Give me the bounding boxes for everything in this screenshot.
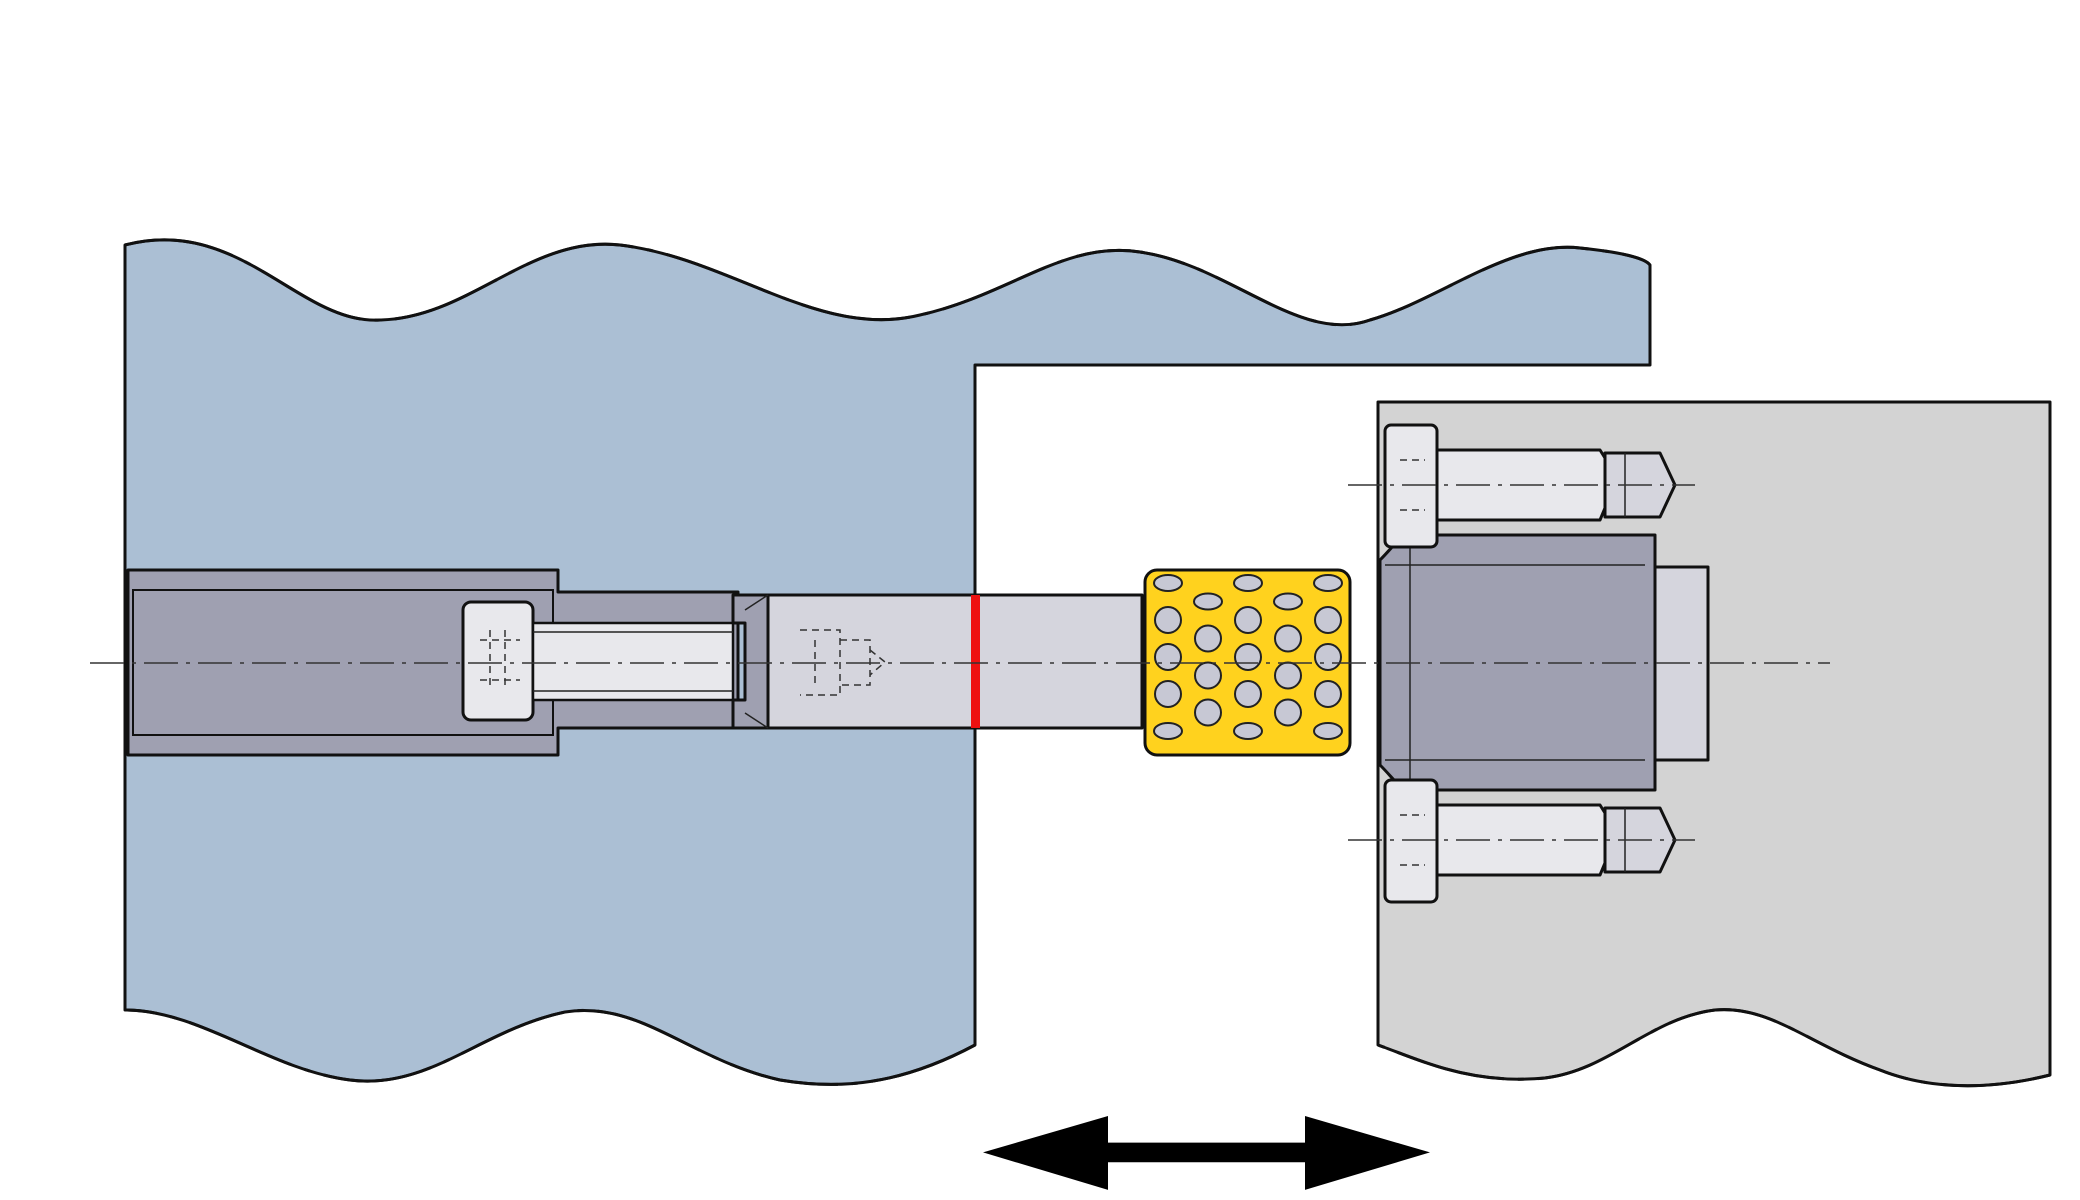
cage-ball — [1274, 698, 1302, 727]
mounting-bolt-top — [1383, 423, 1677, 549]
cage-ball — [1153, 574, 1183, 592]
cage-ball — [1154, 680, 1182, 708]
mounting-bolt-top-head — [1383, 423, 1439, 549]
cage-ball — [1234, 606, 1262, 634]
cage-ball — [1153, 722, 1183, 740]
ball-cage-balls — [1153, 574, 1343, 740]
cage-ball — [1313, 574, 1343, 592]
mounting-bolt-bottom-head — [1383, 778, 1439, 904]
cage-ball — [1274, 624, 1302, 653]
left-plate-break-top — [124, 238, 1652, 327]
cage-ball — [1154, 643, 1182, 671]
guide-pin — [731, 593, 1144, 730]
cage-ball — [1154, 606, 1182, 634]
cage-ball — [1274, 661, 1302, 690]
screw-head-hex-socket — [480, 630, 520, 690]
cage-ball — [1313, 722, 1343, 740]
cage-ball — [1233, 574, 1263, 592]
cage-ball — [1194, 624, 1222, 653]
right-plate-break-bottom — [1377, 1008, 2051, 1088]
cage-ball — [1314, 606, 1342, 634]
cage-ball — [1194, 698, 1222, 727]
left-plate-break-bottom — [124, 1008, 976, 1086]
seal-ring — [971, 595, 980, 728]
screw-head — [461, 600, 535, 722]
cage-ball — [1233, 722, 1263, 740]
cage-ball — [1314, 680, 1342, 708]
cage-ball — [1273, 592, 1303, 611]
guide-pin-body — [766, 593, 1144, 730]
screw-shank — [531, 621, 735, 702]
cage-ball — [1194, 661, 1222, 690]
cage-ball — [1314, 643, 1342, 671]
cage-ball — [1234, 680, 1262, 708]
cage-ball — [1193, 592, 1223, 611]
cage-ball — [1234, 643, 1262, 671]
double-arrow — [983, 1115, 1430, 1190]
